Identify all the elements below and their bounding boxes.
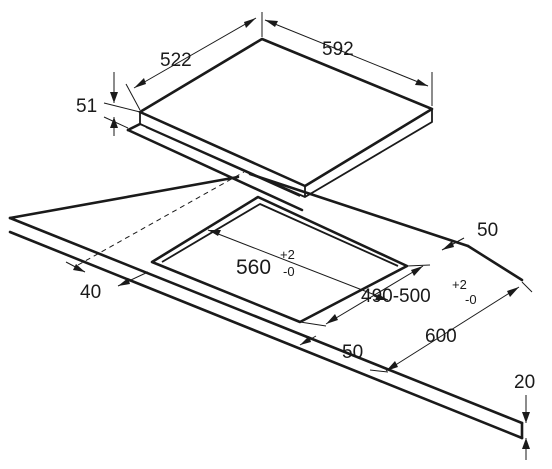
label-front-clearance: 50: [342, 342, 363, 363]
worktop-front-bottom: [8, 230, 524, 440]
worktop-back-left: [8, 175, 240, 220]
hob-base-left: [126, 122, 142, 132]
dim-front-clearance: 50: [299, 335, 363, 363]
label-side-clearance: 40: [80, 282, 101, 303]
label-worktop-depth: 600: [425, 326, 457, 347]
worktop-back-mid: [248, 172, 470, 248]
label-hob-height: 51: [76, 96, 97, 117]
dim-worktop-depth: 600: [369, 281, 533, 373]
hob-base-front: [126, 128, 304, 212]
worktop: [8, 171, 524, 440]
label-worktop-thickness: 20: [514, 372, 535, 393]
label-cutout-depth-tol-minus: -0: [465, 292, 477, 307]
hidden-edge: [77, 171, 245, 266]
dim-cutout-width: 560 +2 -0: [207, 229, 389, 301]
dim-worktop-thickness: 20: [514, 372, 535, 460]
label-hob-depth: 522: [160, 50, 192, 71]
label-cutout-width-tol-minus: -0: [283, 264, 295, 279]
dim-hob-height: 51: [76, 72, 141, 136]
hob-inner-edge: [145, 126, 301, 197]
label-rear-clearance: 50: [477, 220, 498, 241]
worktop-back-right: [466, 244, 524, 282]
hob-right-edge: [304, 109, 433, 198]
dim-hob-width: 592: [264, 19, 433, 106]
cutout-inner-edge: [161, 203, 399, 267]
dim-hob-depth: 522: [125, 12, 263, 111]
label-cutout-depth-tol-plus: +2: [452, 277, 467, 292]
worktop-front-top: [8, 216, 524, 425]
dim-cutout-depth: 490-500 +2 -0: [299, 264, 477, 327]
label-hob-width: 592: [322, 39, 354, 60]
label-cutout-width: 560: [236, 256, 271, 279]
label-cutout-width-tol-plus: +2: [280, 247, 295, 262]
dim-rear-clearance: 50: [441, 220, 498, 251]
label-cutout-depth: 490-500: [361, 286, 431, 307]
dim-side-clearance: 40: [65, 261, 149, 303]
